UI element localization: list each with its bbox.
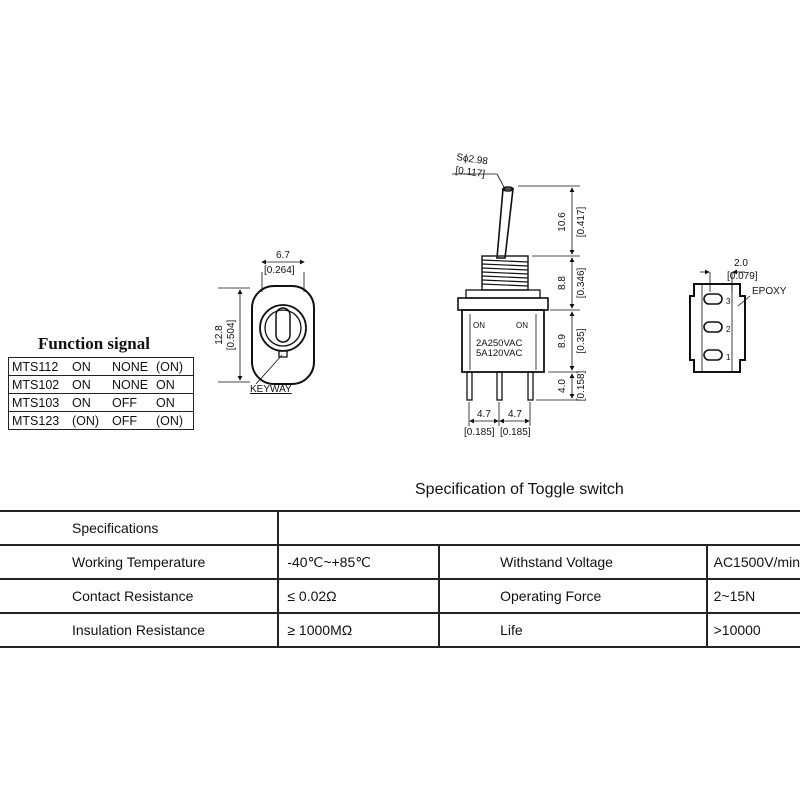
epoxy-label: EPOXY	[752, 286, 787, 297]
spec-key: Life	[438, 612, 708, 648]
state-cell: OFF	[109, 411, 153, 430]
front-width-mm: 6.7	[276, 250, 290, 261]
spec-key: Working Temperature	[0, 544, 280, 580]
pin-number-2: 2	[726, 325, 731, 334]
state-cell: NONE	[109, 357, 153, 376]
state-cell: ON	[69, 393, 109, 412]
spec-header: Specifications	[0, 510, 280, 546]
pin-in: [0.158]	[576, 370, 587, 401]
spec-value: ≥ 1000MΩ	[277, 612, 441, 648]
spec-value: 2~15N	[705, 578, 800, 614]
state-cell: ON	[153, 375, 194, 394]
bottom-view	[689, 269, 751, 373]
side-view	[452, 173, 580, 426]
spec-value: ≤ 0.02Ω	[277, 578, 441, 614]
bushing-mm: 8.8	[557, 276, 568, 290]
pitch2-mm: 4.7	[508, 409, 522, 420]
state-cell: ON	[69, 357, 109, 376]
front-width-in: [0.264]	[264, 265, 295, 276]
spec-header-blank	[277, 510, 800, 546]
spec-key: Contact Resistance	[0, 578, 280, 614]
front-view	[218, 259, 315, 385]
function-signal-title: Function signal	[38, 334, 150, 353]
spec-value: -40℃~+85℃	[277, 544, 441, 580]
lever-length-mm: 10.6	[557, 212, 568, 232]
state-cell: (ON)	[153, 411, 194, 430]
model-cell: MTS123	[8, 411, 69, 430]
bushing-in: [0.346]	[576, 267, 587, 298]
state-cell: ON	[69, 375, 109, 394]
spec-value: >10000	[705, 612, 800, 648]
bottom-spacing-mm: 2.0	[734, 258, 748, 269]
pitch1-mm: 4.7	[477, 409, 491, 420]
state-cell: NONE	[109, 375, 153, 394]
pitch1-in: [0.185]	[464, 427, 495, 438]
spec-table: Specifications Working Temperature -40℃~…	[0, 510, 800, 648]
model-cell: MTS102	[8, 375, 69, 394]
spec-key: Withstand Voltage	[438, 544, 708, 580]
model-cell: MTS103	[8, 393, 69, 412]
front-height-mm: 12.8	[214, 325, 225, 345]
table-row: MTS102 ON NONE ON	[8, 375, 194, 394]
side-on-left: ON	[473, 321, 485, 330]
lever-tip-mm: Sϕ2.98	[456, 152, 489, 167]
table-row: MTS123 (ON) OFF (ON)	[8, 411, 194, 430]
bottom-spacing-in: [0.079]	[727, 271, 758, 282]
state-cell: (ON)	[69, 411, 109, 430]
lever-length-in: [0.417]	[576, 206, 587, 237]
state-cell: OFF	[109, 393, 153, 412]
table-row: MTS112 ON NONE (ON)	[8, 357, 194, 376]
spec-value: AC1500V/min	[705, 544, 800, 580]
function-signal-table: MTS112 ON NONE (ON) MTS102 ON NONE ON MT…	[8, 357, 194, 430]
pin-mm: 4.0	[557, 379, 568, 393]
spec-key: Insulation Resistance	[0, 612, 280, 648]
table-row: Insulation Resistance ≥ 1000MΩ Life >100…	[0, 612, 800, 648]
pitch2-in: [0.185]	[500, 427, 531, 438]
rating-line-2: 5A120VAC	[476, 348, 522, 359]
table-row: Working Temperature -40℃~+85℃ Withstand …	[0, 544, 800, 580]
table-row: Contact Resistance ≤ 0.02Ω Operating For…	[0, 578, 800, 614]
state-cell: ON	[153, 393, 194, 412]
body-mm: 8.9	[557, 334, 568, 348]
state-cell: (ON)	[153, 357, 194, 376]
spec-key: Operating Force	[438, 578, 708, 614]
table-row: MTS103 ON OFF ON	[8, 393, 194, 412]
body-in: [0.35]	[576, 328, 587, 353]
table-row: Specifications	[0, 510, 800, 546]
keyway-label: KEYWAY	[250, 384, 292, 395]
pin-number-1: 1	[726, 353, 731, 362]
pin-number-3: 3	[726, 297, 731, 306]
lever-tip-in: [0.117]	[455, 165, 486, 180]
model-cell: MTS112	[8, 357, 69, 376]
spec-title: Specification of Toggle switch	[415, 481, 624, 498]
side-on-right: ON	[516, 321, 528, 330]
front-height-in: [0.504]	[226, 319, 237, 350]
rating-line-1: 2A250VAC	[476, 338, 522, 349]
